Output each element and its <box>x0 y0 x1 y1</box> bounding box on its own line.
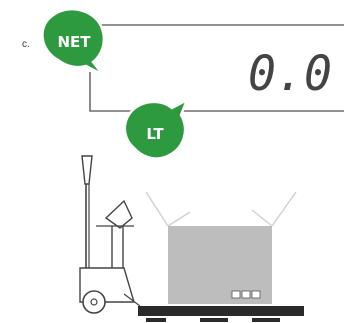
pallet-scale-illustration <box>80 156 304 322</box>
net-indicator-label: NET <box>57 33 91 51</box>
lt-indicator: LT <box>125 100 187 159</box>
pallet-truck-handle <box>82 156 92 270</box>
wheel <box>83 291 105 313</box>
net-indicator: NET <box>42 0 110 75</box>
box-flaps <box>146 192 296 226</box>
box-label <box>232 291 260 298</box>
platform <box>138 306 304 316</box>
weight-readout: 0.0 <box>248 46 332 102</box>
step-label: c. <box>22 39 30 50</box>
lt-indicator-label: LT <box>146 125 164 143</box>
